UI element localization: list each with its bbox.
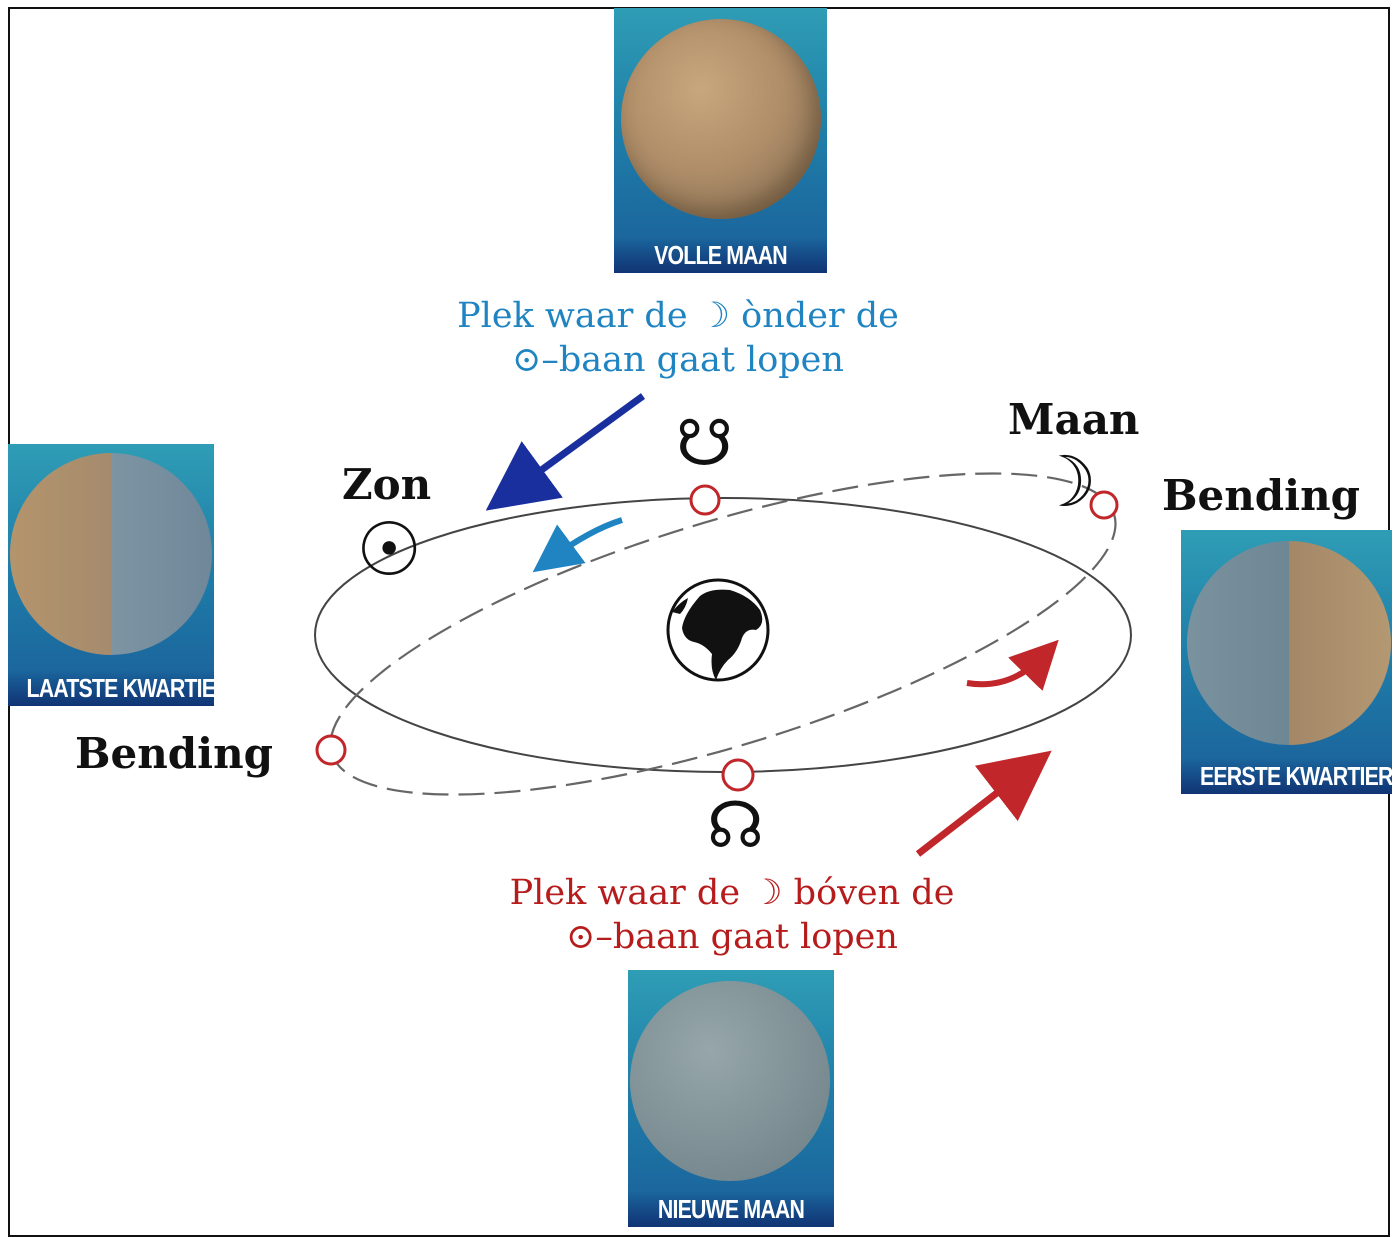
full-moon-card: VOLLE MAAN [614, 8, 827, 273]
first-quarter-card: EERSTE KWARTIER [1181, 530, 1392, 794]
last-quarter-card: LAATSTE KWARTIER [8, 444, 214, 706]
full-moon-disc [621, 19, 821, 219]
descending-node-marker [689, 484, 721, 516]
sun-icon: ☉ [356, 507, 423, 593]
bend-left-label: Bending [75, 729, 273, 778]
descending-note-line2: ⊙–baan gaat lopen [512, 340, 844, 380]
new-moon-card: NIEUWE MAAN [628, 970, 834, 1227]
ascending-node-note: Plek waar de ☽ bóven de ⊙–baan gaat lope… [493, 873, 971, 957]
earth-globe-icon [666, 578, 770, 682]
ascending-note-line1: Plek waar de ☽ bóven de [509, 873, 955, 913]
last-quarter-disc [10, 453, 212, 655]
first-quarter-label: EERSTE KWARTIER [1199, 761, 1392, 791]
ascending-pointer-arrow [915, 750, 1052, 857]
bend-left-marker [315, 734, 347, 766]
first-quarter-disc [1187, 541, 1391, 745]
descending-node-note: Plek waar de ☽ ònder de ⊙–baan gaat lope… [440, 296, 916, 380]
new-moon-label: NIEUWE MAAN [657, 1194, 805, 1224]
descending-node-icon: ☋ [676, 407, 733, 481]
full-moon-label: VOLLE MAAN [654, 240, 788, 270]
bend-right-marker [1089, 490, 1119, 520]
bend-right-label: Bending [1162, 471, 1360, 520]
direction-arrow-blue [532, 517, 623, 573]
last-quarter-label: LAATSTE KWARTIER [26, 673, 214, 703]
descending-pointer-arrow [485, 393, 646, 511]
ascending-node-marker [721, 758, 755, 792]
new-moon-disc [630, 981, 830, 1181]
direction-arrow-red [966, 639, 1059, 691]
moon-label: Maan [1008, 395, 1140, 444]
ascending-note-line2: ⊙–baan gaat lopen [566, 917, 898, 957]
moon-crescent-icon: ☽ [1034, 441, 1097, 523]
ascending-node-icon: ☊ [707, 789, 764, 863]
sun-label: Zon [342, 460, 432, 509]
descending-note-line1: Plek waar de ☽ ònder de [457, 296, 899, 336]
